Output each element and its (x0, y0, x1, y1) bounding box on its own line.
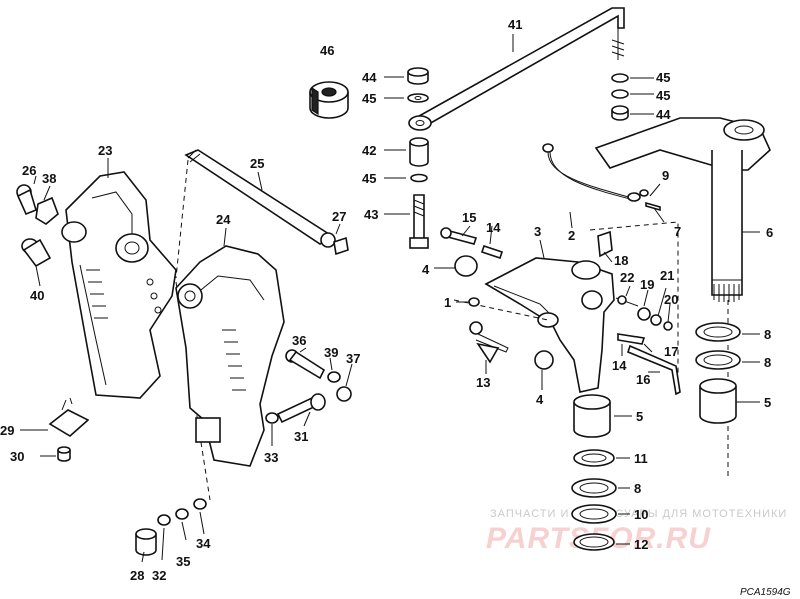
callout-6: 6 (766, 225, 773, 240)
bushing-5-left (573, 394, 611, 438)
clamp-bracket-left (61, 171, 177, 399)
callout-8: 8 (634, 481, 641, 496)
callout-8: 8 (764, 355, 771, 370)
bushing-46 (309, 81, 349, 119)
callout-39: 39 (324, 345, 338, 360)
callout-14: 14 (486, 220, 501, 235)
retainer-12 (573, 533, 615, 551)
callout-12: 12 (634, 537, 648, 552)
callout-5: 5 (636, 409, 643, 424)
callout-21: 21 (660, 268, 674, 283)
bolt-36 (285, 349, 352, 402)
callout-43: 43 (364, 207, 378, 222)
callout-8: 8 (764, 327, 771, 342)
callout-32: 32 (152, 568, 166, 583)
callout-45: 45 (362, 91, 376, 106)
callout-35: 35 (176, 554, 190, 569)
callout-20: 20 (664, 292, 678, 307)
callout-38: 38 (42, 171, 56, 186)
callout-41: 41 (508, 17, 522, 32)
callout-31: 31 (294, 429, 308, 444)
callout-1: 1 (444, 295, 451, 310)
watermark-tagline: ЗАПЧАСТИ И АКСЕССУАРЫ ДЛЯ МОТОТЕХНИКИ (490, 508, 787, 520)
callout-36: 36 (292, 333, 306, 348)
callout-25: 25 (250, 156, 264, 171)
callout-5: 5 (764, 395, 771, 410)
callout-7: 7 (674, 224, 681, 239)
callout-44: 44 (656, 107, 671, 122)
callout-4: 4 (422, 262, 430, 277)
callout-10: 10 (634, 507, 648, 522)
washer-10 (571, 504, 617, 524)
callout-45: 45 (362, 171, 376, 186)
callout-44: 44 (362, 70, 377, 85)
steering-link-rod (408, 7, 625, 131)
callout-37: 37 (346, 351, 360, 366)
callout-2: 2 (568, 228, 575, 243)
callout-4: 4 (536, 392, 544, 407)
plate-29 (48, 397, 90, 462)
callout-22: 22 (620, 270, 634, 285)
pins-14-15 (440, 227, 504, 277)
callout-15: 15 (462, 210, 476, 225)
lock-parts (597, 230, 673, 331)
leader-lines (20, 34, 760, 563)
swivel-bracket (453, 257, 615, 393)
callout-40: 40 (30, 288, 44, 303)
callout-27: 27 (332, 209, 346, 224)
bushing-4-lower (534, 350, 554, 370)
grease-fitting-13 (469, 321, 509, 364)
callout-3: 3 (534, 224, 541, 239)
seal-11 (573, 449, 615, 467)
callout-26: 26 (22, 163, 36, 178)
hardware-28-35 (135, 498, 207, 556)
washer-8-lower (571, 478, 617, 498)
washer-stack-right (611, 73, 629, 121)
callout-labels: 41 46 44 45 45 45 44 42 45 43 9 7 6 2 23… (0, 17, 773, 583)
bushings-26-38-40 (16, 184, 59, 268)
callout-18: 18 (614, 253, 628, 268)
callout-30: 30 (10, 449, 24, 464)
washers-right (695, 322, 741, 424)
fitting-1 (468, 297, 480, 307)
tilt-tube (184, 149, 349, 256)
callout-19: 19 (640, 277, 654, 292)
callout-17: 17 (664, 344, 678, 359)
callout-13: 13 (476, 375, 490, 390)
lever-16-17 (617, 333, 681, 396)
callout-45: 45 (656, 70, 670, 85)
steering-arm-tube (594, 117, 771, 478)
callout-14: 14 (612, 358, 627, 373)
figure-code: PCA1594G (740, 587, 791, 598)
callout-16: 16 (636, 372, 650, 387)
callout-24: 24 (216, 212, 231, 227)
callout-11: 11 (634, 451, 648, 466)
callout-29: 29 (0, 423, 14, 438)
bolt-31 (265, 393, 326, 424)
guide-line-3 (589, 221, 679, 394)
callout-23: 23 (98, 143, 112, 158)
callout-46: 46 (320, 43, 334, 58)
callout-28: 28 (130, 568, 144, 583)
callout-9: 9 (662, 168, 669, 183)
callout-33: 33 (264, 450, 278, 465)
callout-45: 45 (656, 88, 670, 103)
ground-strap (542, 143, 661, 212)
callout-42: 42 (362, 143, 376, 158)
washer-stack-left (407, 67, 429, 249)
guide-line-1 (175, 159, 189, 279)
callout-34: 34 (196, 536, 211, 551)
clamp-bracket-right (175, 245, 285, 467)
